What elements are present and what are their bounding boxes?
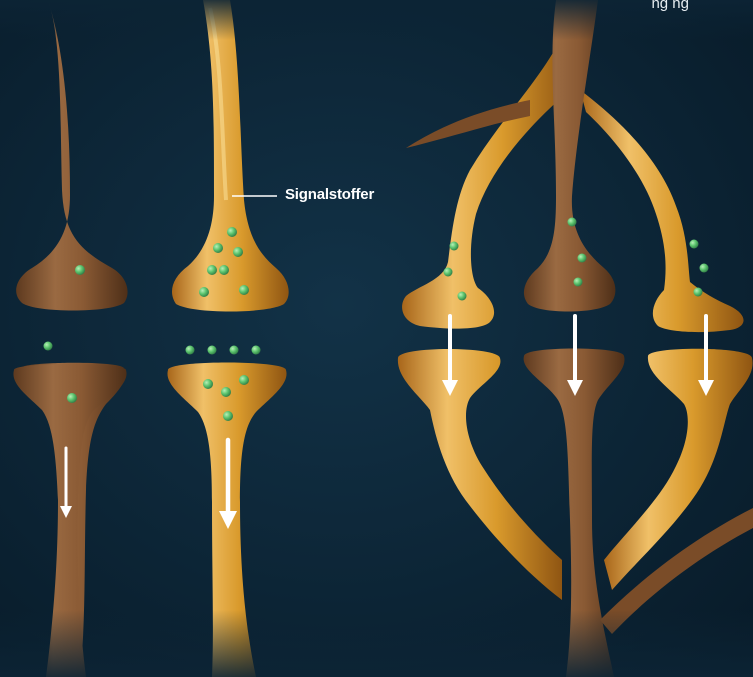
vesicle-dot-icon bbox=[444, 268, 453, 277]
vesicle-dot-icon bbox=[219, 265, 229, 275]
signal-substance-label: Signalstoffer bbox=[285, 186, 374, 203]
vesicle-dot-icon bbox=[67, 393, 77, 403]
vesicle-dot-icon bbox=[239, 285, 249, 295]
vesicle-dot-icon bbox=[694, 288, 703, 297]
vesicle-dot-icon bbox=[199, 287, 209, 297]
vesicle-dot-icon bbox=[213, 243, 223, 253]
vesicle-dot-icon bbox=[186, 346, 195, 355]
vesicle-dot-icon bbox=[44, 342, 53, 351]
vesicle-dot-icon bbox=[233, 247, 243, 257]
vesicle-dot-icon bbox=[568, 218, 577, 227]
vesicle-dot-icon bbox=[208, 346, 217, 355]
vesicle-dot-icon bbox=[578, 254, 587, 263]
vesicle-dot-icon bbox=[458, 292, 467, 301]
vesicle-dot-icon bbox=[221, 387, 231, 397]
vesicle-dot-icon bbox=[450, 242, 459, 251]
vesicle-dot-icon bbox=[239, 375, 249, 385]
vesicle-dot-icon bbox=[75, 265, 85, 275]
vesicle-dot-icon bbox=[203, 379, 213, 389]
vesicle-dot-icon bbox=[207, 265, 217, 275]
vesicle-dot-icon bbox=[700, 264, 709, 273]
cropped-heading-fragment: ng ng bbox=[651, 0, 689, 12]
vesicle-dot-icon bbox=[252, 346, 261, 355]
vesicle-dot-icon bbox=[230, 346, 239, 355]
vesicle-dot-icon bbox=[223, 411, 233, 421]
vesicle-dot-icon bbox=[227, 227, 237, 237]
vesicle-dot-icon bbox=[574, 278, 583, 287]
vesicle-dot-icon bbox=[690, 240, 699, 249]
